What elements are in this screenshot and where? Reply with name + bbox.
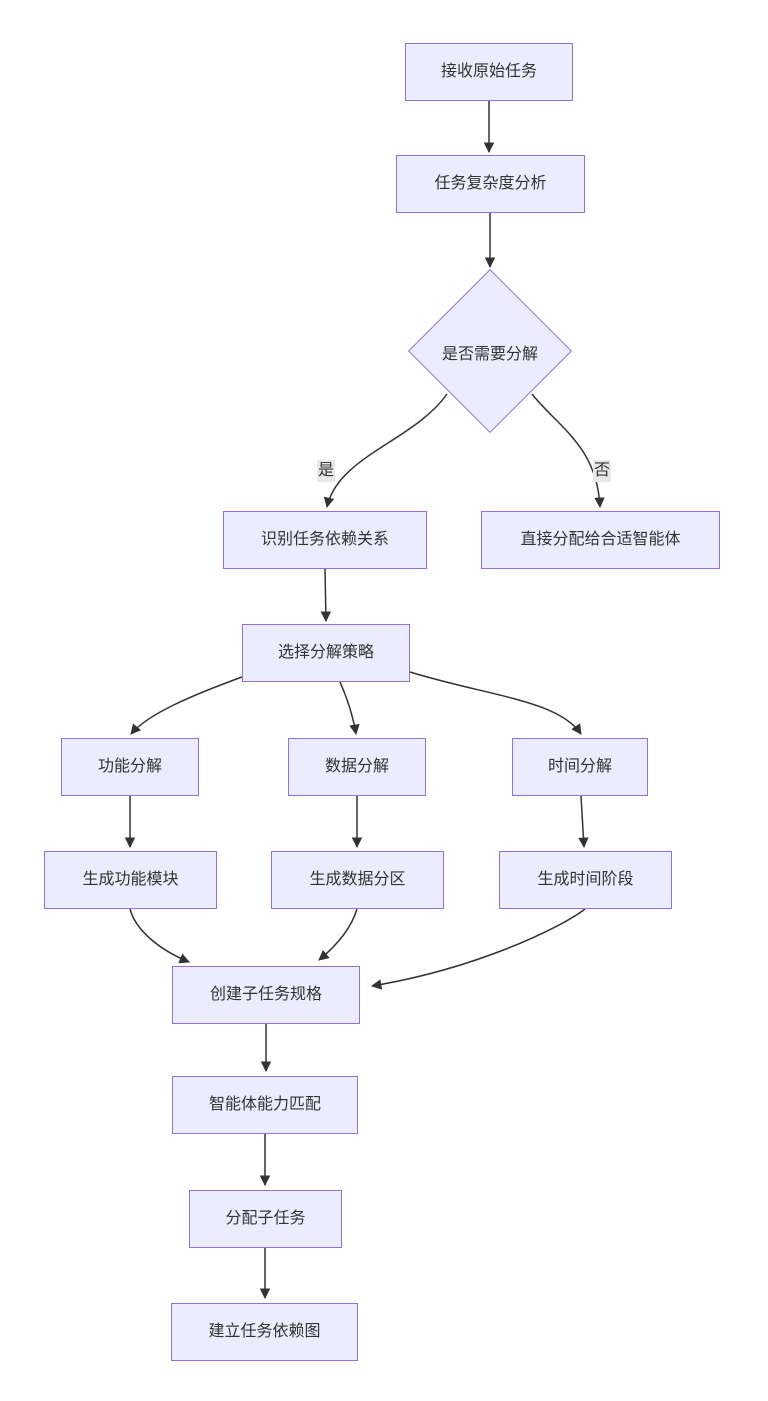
edge-f-i (409, 671, 582, 735)
node-identify-task-dependencies: 识别任务依赖关系 (223, 511, 427, 569)
node-data-decomposition: 数据分解 (288, 738, 426, 796)
node-assign-subtasks: 分配子任务 (189, 1190, 342, 1248)
node-build-task-dependency-graph: 建立任务依赖图 (171, 1303, 358, 1361)
node-direct-assign-to-agent: 直接分配给合适智能体 (481, 511, 720, 569)
edge-label-no: 否 (593, 460, 612, 482)
decision-need-decompose-label: 是否需要分解 (441, 346, 538, 363)
node-receive-original-task: 接收原始任务 (405, 43, 573, 101)
edge-f-h (339, 681, 360, 736)
node-generate-time-phases: 生成时间阶段 (499, 851, 672, 909)
edge-k-m (318, 908, 358, 961)
edge-d-f (320, 568, 332, 623)
edge-c-d-yes (323, 393, 448, 509)
node-time-decomposition: 时间分解 (512, 738, 648, 796)
node-agent-capability-match: 智能体能力匹配 (172, 1076, 358, 1134)
edge-j-m (129, 908, 190, 964)
node-functional-decomposition: 功能分解 (61, 738, 199, 796)
edge-label-yes: 是 (317, 460, 336, 482)
node-task-complexity-analysis: 任务复杂度分析 (396, 155, 585, 213)
node-create-subtask-spec: 创建子任务规格 (172, 966, 360, 1024)
node-select-decomposition-strategy: 选择分解策略 (242, 624, 410, 682)
edge-f-g (130, 676, 243, 735)
edge-l-m (370, 908, 586, 990)
edge-c-e-no (531, 393, 605, 509)
node-generate-functional-modules: 生成功能模块 (44, 851, 217, 909)
node-generate-data-partitions: 生成数据分区 (271, 851, 444, 909)
edge-i-l (578, 795, 589, 849)
